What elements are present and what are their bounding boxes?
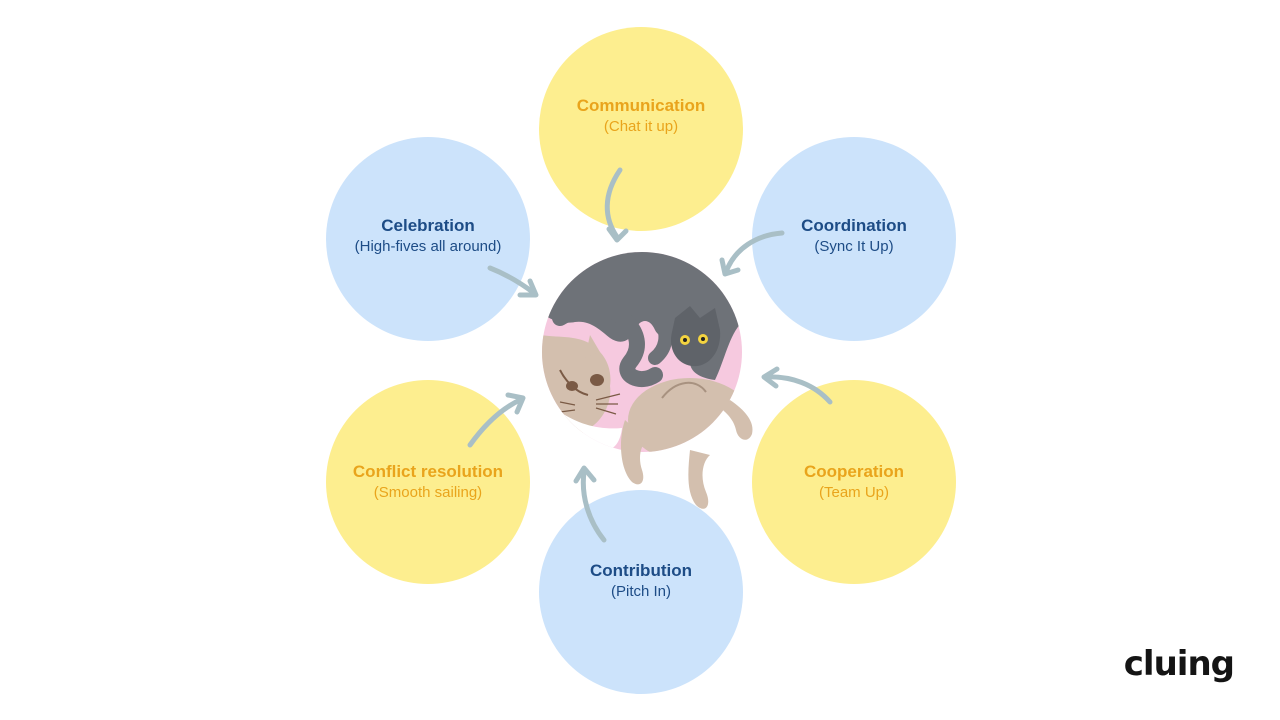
node-celebration: Celebration (High-fives all around) [326,137,530,341]
node-communication: Communication (Chat it up) [539,27,743,231]
node-coordination: Coordination (Sync It Up) [752,137,956,341]
node-title: Coordination [801,216,907,235]
node-contribution: Contribution (Pitch In) [539,490,743,694]
node-title: Conflict resolution [352,462,504,481]
cats-illustration [542,252,753,509]
node-subtitle: (Pitch In) [610,583,671,600]
node-conflict-resolution: Conflict resolution (Smooth sailing) [326,380,530,584]
node-title: Celebration [381,216,475,235]
node-title: Contribution [590,561,692,580]
node-subtitle: (Chat it up) [603,118,679,135]
node-title: Communication [576,96,706,115]
node-subtitle: (High-fives all around) [354,238,502,255]
brand-logo: cluing [1123,644,1235,684]
node-subtitle: (Team Up) [818,484,889,501]
node-subtitle: (Smooth sailing) [373,484,483,501]
node-subtitle: (Sync It Up) [814,238,894,255]
node-title: Cooperation [803,462,905,481]
node-cooperation: Cooperation (Team Up) [752,380,956,584]
